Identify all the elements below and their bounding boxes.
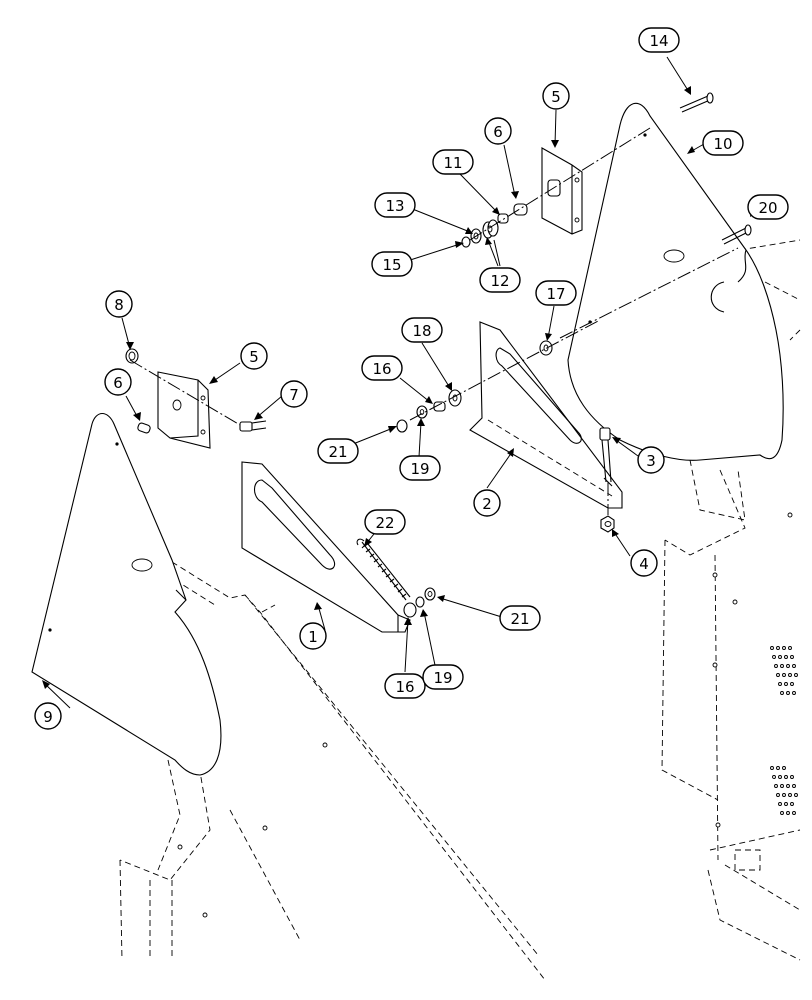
center-lines [129, 127, 739, 515]
svg-text:15: 15 [382, 256, 401, 274]
svg-text:19: 19 [410, 460, 429, 478]
svg-text:20: 20 [758, 199, 777, 217]
callout-18: 18 [401, 317, 443, 343]
callout-3: 3 [637, 446, 665, 474]
svg-text:4: 4 [639, 555, 649, 573]
svg-text:5: 5 [249, 348, 259, 366]
left-side-panel [31, 412, 222, 776]
callout-8: 8 [105, 290, 133, 318]
callout-20: 20 [747, 194, 789, 220]
left-bracket [241, 461, 411, 633]
callout-16-lower: 16 [384, 673, 426, 699]
callout-22: 22 [364, 509, 406, 535]
svg-text:7: 7 [289, 386, 299, 404]
callout-19-upper: 19 [399, 455, 441, 481]
svg-text:2: 2 [482, 495, 492, 513]
svg-text:12: 12 [490, 272, 509, 290]
callout-7: 7 [280, 380, 308, 408]
left-hinge-plate [157, 371, 211, 449]
callout-17: 17 [535, 280, 577, 306]
right-hinge-plate [541, 147, 583, 235]
callout-6-left: 6 [104, 368, 132, 396]
svg-text:21: 21 [510, 610, 529, 628]
svg-text:21: 21 [328, 443, 347, 461]
spring [356, 538, 411, 601]
callout-10: 10 [702, 130, 744, 156]
svg-text:5: 5 [551, 88, 561, 106]
callout-11: 11 [432, 149, 474, 175]
svg-text:9: 9 [43, 708, 53, 726]
callout-6-right: 6 [484, 117, 512, 145]
svg-text:6: 6 [493, 123, 503, 141]
fasteners [125, 92, 752, 618]
callout-9: 9 [34, 702, 62, 730]
svg-text:13: 13 [385, 197, 404, 215]
svg-text:8: 8 [114, 296, 124, 314]
svg-text:3: 3 [646, 452, 656, 470]
callout-4: 4 [630, 549, 658, 577]
callout-1: 1 [299, 622, 327, 650]
svg-text:14: 14 [649, 32, 668, 50]
callout-19-lower: 19 [422, 664, 464, 690]
callout-14: 14 [638, 27, 680, 53]
callout-16-upper: 16 [361, 355, 403, 381]
svg-text:18: 18 [412, 322, 431, 340]
callout-21-lower: 21 [499, 605, 541, 631]
callout-15: 15 [371, 251, 413, 277]
svg-text:10: 10 [713, 135, 732, 153]
svg-text:22: 22 [375, 514, 394, 532]
machine-frame [119, 239, 801, 981]
callout-balloons: 1 2 3 4 5 5 6 6 7 8 9 10 11 12 13 14 15 … [34, 27, 789, 730]
right-side-panel [567, 102, 784, 461]
svg-text:11: 11 [443, 154, 462, 172]
svg-text:6: 6 [113, 374, 123, 392]
svg-text:19: 19 [433, 669, 452, 687]
svg-text:1: 1 [308, 628, 318, 646]
svg-text:16: 16 [395, 678, 414, 696]
callout-5-right: 5 [542, 82, 570, 110]
callout-21-upper: 21 [317, 438, 359, 464]
svg-text:16: 16 [372, 360, 391, 378]
vent-perforations [770, 646, 798, 815]
callout-2: 2 [473, 489, 501, 517]
svg-text:17: 17 [546, 285, 565, 303]
callout-5-left: 5 [240, 342, 268, 370]
callout-12: 12 [479, 267, 521, 293]
callout-13: 13 [374, 192, 416, 218]
